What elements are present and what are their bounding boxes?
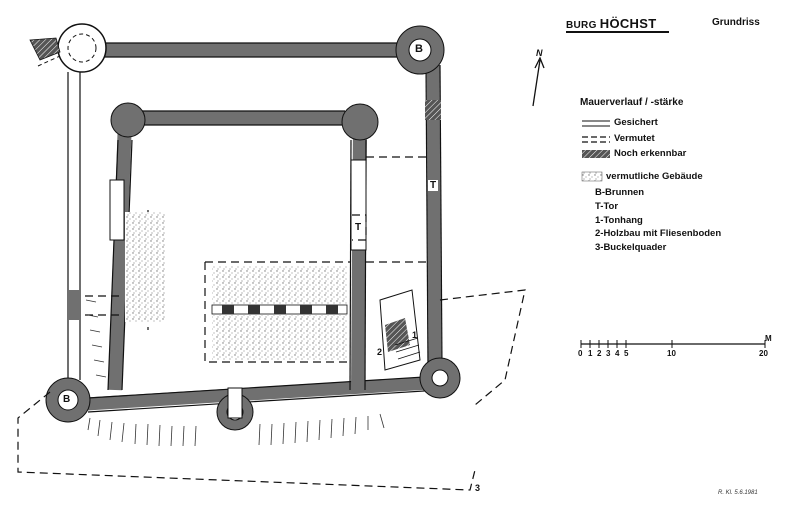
scale-tick-1: 1: [588, 349, 593, 358]
drafter-signature: R. Kl. 5.6.1981: [718, 490, 758, 496]
ne-visible-remains: [425, 100, 441, 120]
west-outer-wall-remains: [68, 290, 80, 320]
scale-tick-0: 0: [578, 349, 583, 358]
scale-bar: [580, 340, 766, 348]
scale-tick-4: 4: [615, 349, 620, 358]
title-underline: [566, 31, 669, 33]
scale-tick-3: 3: [606, 349, 611, 358]
legend-wall-presumed: Vermutet: [614, 133, 655, 144]
legend-key-clay-slope: 1-Tonhang: [595, 215, 643, 226]
north-label: N: [536, 48, 543, 58]
north-arrow: [532, 56, 545, 107]
legend-swatch-secured: [582, 120, 610, 127]
legend-wall-secured: Gesichert: [614, 117, 658, 128]
well-top-ring: [408, 38, 432, 62]
legend-key-well: B-Brunnen: [595, 187, 645, 198]
gate-outer-label: T: [428, 180, 439, 191]
nw-approach-wall: [29, 37, 61, 61]
feature-3-label: 3: [475, 483, 481, 493]
tiled-floor: [385, 318, 410, 352]
clay-slope-hatching: [394, 337, 421, 360]
scale-unit: M: [765, 334, 772, 343]
map-title: BURG HÖCHST: [566, 16, 656, 31]
scale-tick-20: 20: [759, 349, 768, 358]
feature-1-label: 1: [412, 330, 418, 340]
building-north: [212, 266, 347, 304]
legend-swatch-presumed: [582, 136, 610, 143]
legend-key-rusticated-stone: 3-Buckelquader: [595, 242, 667, 253]
legend-key-gate: T-Tor: [595, 201, 619, 212]
building-divider: [211, 304, 348, 315]
title-name: HÖCHST: [599, 16, 657, 31]
gate-inner-label: T: [355, 222, 362, 233]
inner-gate-gap: [350, 159, 367, 251]
well-bottom-ring: [57, 389, 79, 411]
feature-2-label: 2: [377, 347, 383, 357]
scale-tick-2: 2: [597, 349, 602, 358]
round-tower-nw: [57, 23, 107, 73]
well-bottom-label: B: [63, 394, 71, 405]
scale-tick-5: 5: [624, 349, 629, 358]
legend-wall-visible: Noch erkennbar: [614, 148, 687, 159]
tower-ne: [341, 103, 379, 141]
tower-se-inner: [431, 369, 449, 387]
title-prefix: BURG: [566, 20, 597, 31]
inner-west-gap: [109, 179, 125, 241]
south-slope-hachures: [85, 299, 385, 447]
legend-buildings: vermutliche Gebäude: [606, 171, 703, 182]
legend-key-wooden-building: 2-Holzbau mit Fliesenboden: [595, 228, 722, 239]
legend-swatch-visible: [582, 150, 610, 158]
well-top-label: B: [415, 43, 423, 55]
scale-tick-10: 10: [667, 349, 676, 358]
tower-nw: [110, 102, 146, 138]
building-south: [212, 315, 347, 360]
round-tower-nw-inner: [67, 33, 97, 63]
legend-swatch-buildings: [581, 171, 603, 182]
map-subtitle: Grundriss: [712, 17, 760, 28]
building-west: [125, 212, 165, 322]
gate-passage-south: [227, 387, 243, 419]
legend-heading: Mauerverlauf / -stärke: [580, 97, 684, 108]
west-outer-wall: [67, 72, 81, 380]
